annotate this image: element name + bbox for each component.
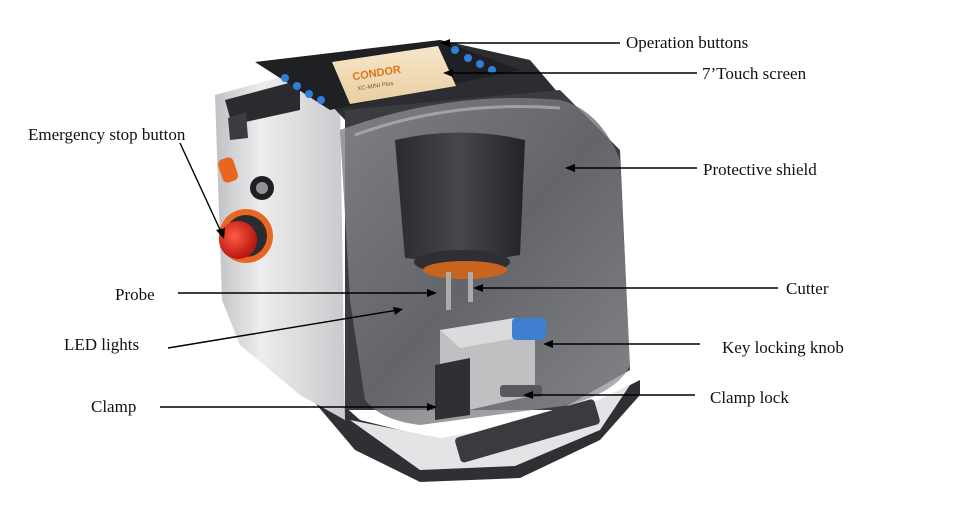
label-led-lights: LED lights <box>64 335 139 354</box>
leader-lines <box>160 39 778 411</box>
spindle-motor <box>395 132 525 261</box>
leader-led-lights <box>167 309 399 349</box>
front-drawer <box>455 399 600 463</box>
label-probe: Probe <box>115 285 155 304</box>
screen-subtitle: XC-MINI Plus <box>357 81 394 93</box>
cutter-collar <box>423 261 507 279</box>
label-clamp-lock: Clamp lock <box>710 388 789 407</box>
label-cutter: Cutter <box>786 279 829 298</box>
left-housing <box>215 72 345 420</box>
callout-labels: Operation buttons 7’Touch screen Emergen… <box>28 33 844 416</box>
touch-screen <box>332 46 456 104</box>
operation-buttons-right <box>451 46 496 74</box>
probe-tip <box>446 272 451 310</box>
label-protective-shield: Protective shield <box>703 160 817 179</box>
label-clamp: Clamp <box>91 397 136 416</box>
label-emergency-stop: Emergency stop button <box>28 125 186 144</box>
key-locking-knob <box>512 318 546 340</box>
side-orange-button <box>217 157 239 183</box>
emergency-stop-button <box>219 221 257 259</box>
label-touch-screen: 7’Touch screen <box>702 64 807 83</box>
leader-emergency-stop <box>179 142 223 235</box>
label-operation-buttons: Operation buttons <box>626 33 748 52</box>
operation-buttons-left <box>281 74 325 104</box>
machine: CONDOR XC-MINI Plus <box>215 40 640 482</box>
cutter-tip <box>468 272 473 302</box>
label-key-locking-knob: Key locking knob <box>722 338 844 357</box>
